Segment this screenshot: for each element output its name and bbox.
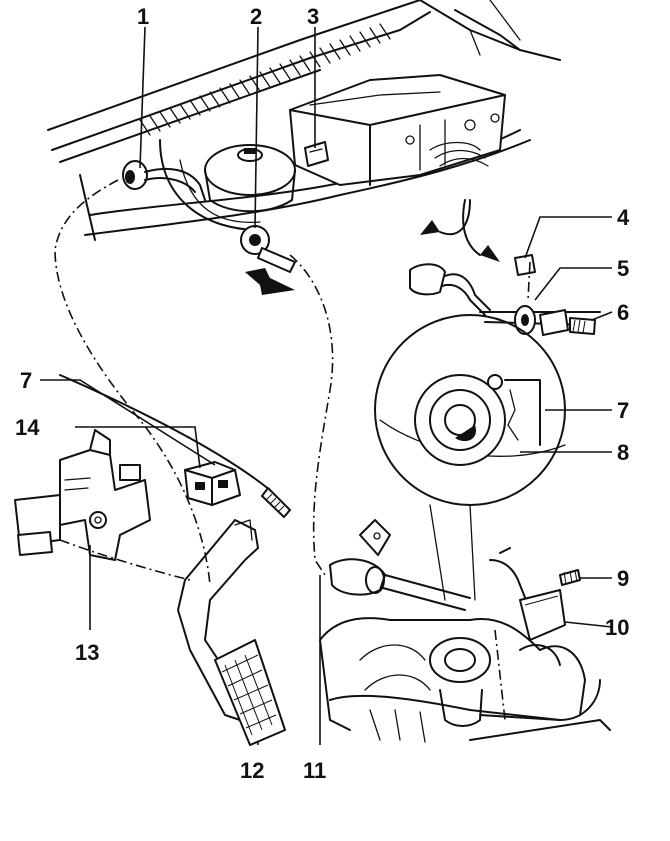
brake-reservoir (159, 139, 296, 231)
callout-11: 11 (303, 758, 326, 783)
retaining-clip (304, 141, 329, 167)
cable-end-assembly (409, 254, 601, 336)
rotation-arrows-icon (420, 199, 500, 262)
callout-12: 12 (240, 758, 264, 783)
callout-2: 2 (250, 4, 262, 29)
throttle-body (319, 617, 611, 743)
pedal-stop-clip (184, 461, 241, 506)
leader-lines (40, 26, 613, 745)
detail-magnifier (374, 314, 566, 601)
callouts: 1 2 3 4 5 6 7 7 8 9 10 11 12 13 14 (15, 4, 630, 783)
callout-3: 3 (307, 4, 319, 29)
callout-13: 13 (75, 640, 99, 665)
cable-routing (54, 179, 531, 721)
fuse-box (289, 74, 506, 186)
callout-9: 9 (617, 566, 629, 591)
callout-7-left: 7 (20, 368, 32, 393)
insertion-arrow-icon (245, 268, 295, 295)
throttle-cable-end (329, 519, 581, 641)
pedal-bracket (14, 429, 151, 561)
callout-5: 5 (617, 256, 629, 281)
callout-6: 6 (617, 300, 629, 325)
callout-7-right: 7 (617, 398, 629, 423)
callout-4: 4 (617, 205, 630, 230)
callout-8: 8 (617, 440, 629, 465)
accelerator-pedal (177, 519, 286, 746)
bulkhead-grommet (122, 160, 206, 201)
callout-1: 1 (137, 4, 149, 29)
cable-grommet (240, 225, 296, 295)
pedal-cable (59, 374, 291, 518)
callout-10: 10 (605, 615, 629, 640)
callout-14: 14 (15, 415, 40, 440)
